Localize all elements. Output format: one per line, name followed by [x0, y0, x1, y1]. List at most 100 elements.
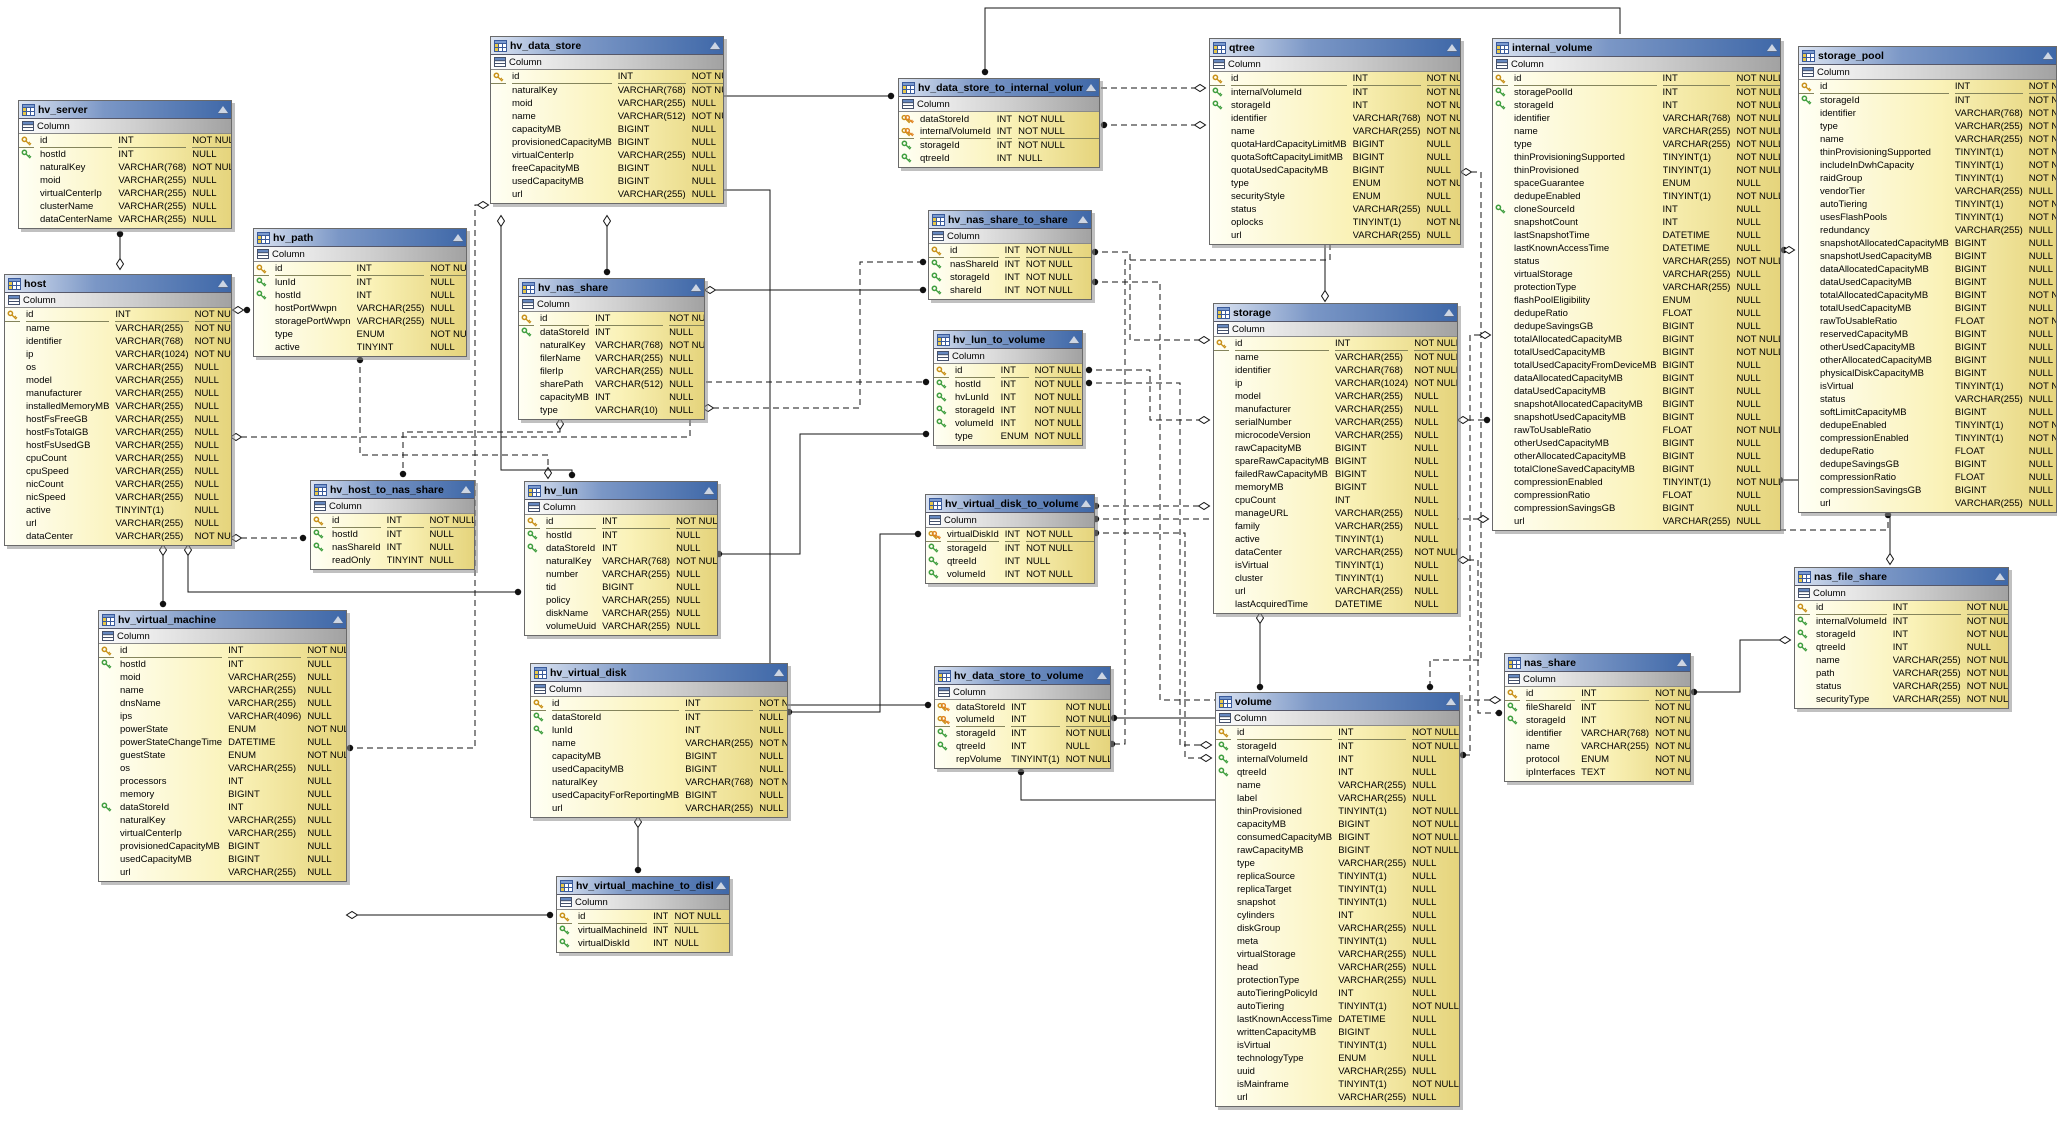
column-list-icon — [1217, 324, 1229, 334]
column-icon-spacer — [1216, 857, 1231, 870]
column-nullability: NOT NULL — [1736, 256, 1780, 267]
column-type: VARCHAR(512) — [617, 111, 686, 122]
collapse-icon[interactable] — [2043, 52, 2053, 59]
collapse-icon[interactable] — [1078, 216, 1088, 223]
column-type: DATETIME — [1334, 599, 1383, 610]
column-type: FLOAT — [1954, 316, 1985, 327]
column-icon-spacer — [1214, 429, 1229, 442]
collapse-icon[interactable] — [1069, 336, 1079, 343]
primary-key-icon — [525, 516, 540, 529]
column-icon-spacer — [1214, 455, 1229, 468]
column-type: BIGINT — [617, 137, 650, 148]
column-name: identifier — [1526, 728, 1562, 739]
collapse-icon[interactable] — [1097, 672, 1107, 679]
column-type: INT — [1000, 392, 1016, 403]
collapse-icon[interactable] — [1767, 44, 1777, 51]
collapse-icon[interactable] — [218, 106, 228, 113]
column-icon-spacer — [935, 753, 950, 766]
relationship-endpoint-dot — [914, 530, 922, 538]
collapse-icon[interactable] — [716, 882, 726, 889]
collapse-icon[interactable] — [1444, 309, 1454, 316]
collapse-icon[interactable] — [1446, 698, 1456, 705]
collapse-icon[interactable] — [774, 669, 784, 676]
collapse-icon[interactable] — [333, 616, 343, 623]
collapse-icon[interactable] — [1677, 659, 1687, 666]
column-icon-spacer — [1493, 489, 1508, 502]
column-type: VARCHAR(255) — [115, 453, 184, 464]
column-name: storagePortWwpn — [275, 316, 351, 327]
column-type: TINYINT(1) — [1338, 871, 1387, 882]
relationship-line — [1458, 559, 1502, 714]
column-icon-spacer — [1795, 667, 1810, 680]
column-type: BIGINT — [1334, 469, 1367, 480]
collapse-icon[interactable] — [704, 487, 714, 494]
column-name: name — [1237, 780, 1261, 791]
table-header: hv_nas_share — [519, 279, 704, 297]
collapse-icon[interactable] — [1995, 573, 2005, 580]
collapse-icon[interactable] — [453, 234, 463, 241]
column-nullability: NOT NULL — [1034, 405, 1082, 416]
table-hv_virtual_disk_to_volume[interactable]: hv_virtual_disk_to_volume Column virtual… — [925, 494, 1095, 584]
column-name: policy — [546, 595, 571, 606]
relationship-line — [1691, 639, 1790, 693]
collapse-icon[interactable] — [461, 486, 471, 493]
column-type: INT — [228, 659, 244, 670]
collapse-icon[interactable] — [1086, 84, 1096, 91]
table-hv_data_store_to_internal_volume[interactable]: hv_data_store_to_internal_volume Column … — [898, 78, 1100, 168]
column-nullability: NULL — [1414, 560, 1439, 571]
column-name: compressionSavingsGB — [1514, 503, 1616, 514]
relationship-line — [187, 545, 521, 593]
column-nullability: NULL — [194, 401, 219, 412]
column-type: VARCHAR(255) — [1334, 547, 1403, 558]
column-nullability: NULL — [1414, 508, 1439, 519]
column-nullability: NULL — [1412, 858, 1437, 869]
column-section-label: Column — [953, 686, 986, 698]
column-icon-spacer — [531, 789, 546, 802]
column-name: storageId — [956, 728, 996, 739]
table-hv_data_store_to_volume[interactable]: hv_data_store_to_volume Column dataStore… — [934, 666, 1111, 769]
relationship-endpoint-diamond — [231, 305, 245, 315]
column-type: VARCHAR(255) — [617, 98, 686, 109]
column-icon-spacer — [1493, 385, 1508, 398]
column-type: VARCHAR(768) — [617, 85, 686, 96]
column-nullability: NULL — [1736, 490, 1761, 501]
collapse-icon[interactable] — [218, 280, 228, 287]
column-nullability: NULL — [1412, 962, 1437, 973]
column-icon-spacer — [1210, 190, 1225, 203]
column-name: dataStoreId — [956, 702, 1006, 713]
collapse-icon[interactable] — [691, 284, 701, 291]
column-name: virtualDiskId — [947, 529, 999, 542]
column-icon-spacer — [1210, 229, 1225, 242]
column-nullability: NULL — [1018, 153, 1043, 164]
foreign-key-icon — [926, 555, 941, 568]
column-name: snapshotAllocatedCapacityMB — [1820, 238, 1949, 249]
collapse-icon[interactable] — [1447, 44, 1457, 51]
column-icon-spacer — [1799, 419, 1814, 432]
collapse-icon[interactable] — [1081, 500, 1091, 507]
column-icon-spacer — [1210, 151, 1225, 164]
foreign-key-icon — [1216, 740, 1231, 753]
column-section-header: Column — [899, 97, 1099, 112]
collapse-icon[interactable] — [710, 42, 720, 49]
